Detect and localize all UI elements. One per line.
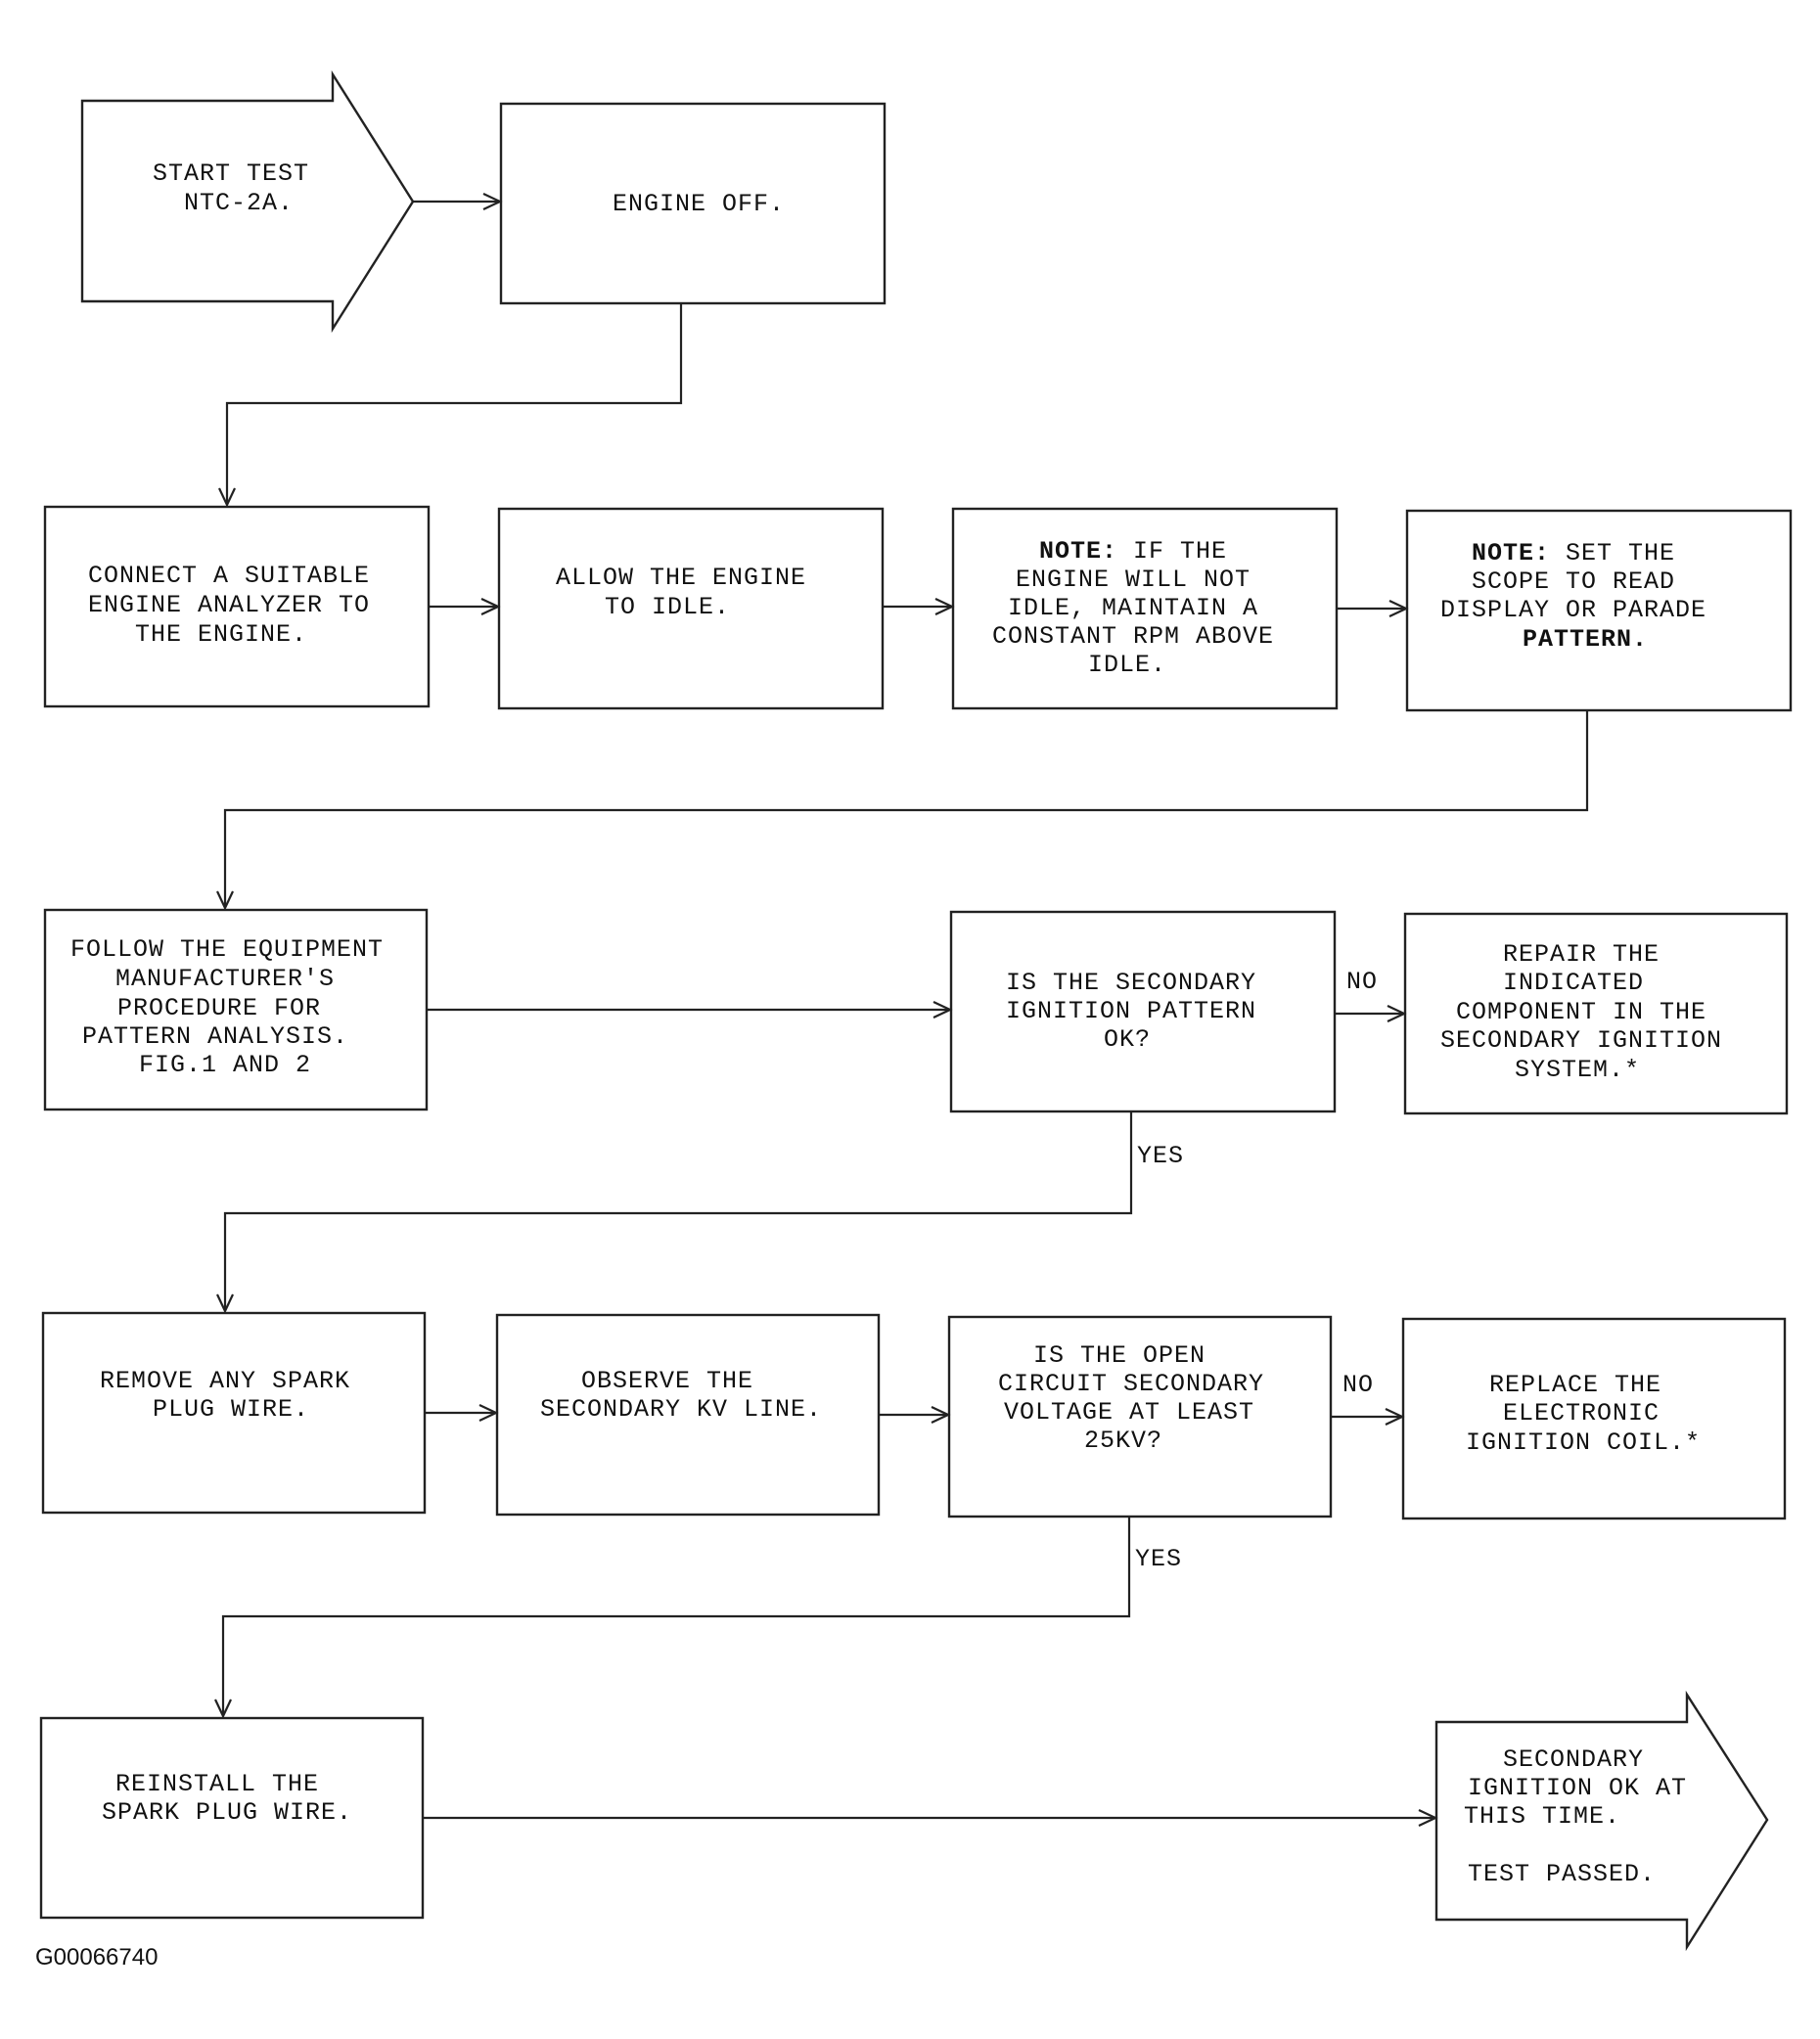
note-rpm-line-5: IDLE. bbox=[1088, 651, 1166, 679]
note-rpm-line-4: CONSTANT RPM ABOVE bbox=[992, 622, 1274, 651]
follow-procedure-label: FOLLOW THE EQUIPMENT MANUFACTURER'S PROC… bbox=[70, 935, 399, 1079]
reinstall-wire-label: REINSTALL THE SPARK PLUG WIRE. bbox=[102, 1770, 352, 1827]
follow-line-1: FOLLOW THE EQUIPMENT bbox=[70, 935, 384, 964]
note-rpm-box bbox=[951, 507, 1339, 710]
reinstall-line-2: SPARK PLUG WIRE. bbox=[102, 1798, 352, 1827]
observe-kv-box bbox=[495, 1313, 881, 1517]
follow-line-4: PATTERN ANALYSIS. bbox=[82, 1022, 348, 1051]
end-node-label: SECONDARY IGNITION OK AT THIS TIME. TEST… bbox=[1464, 1745, 1703, 1888]
allow-idle-box bbox=[497, 507, 885, 710]
repair-line-2: INDICATED bbox=[1503, 969, 1644, 997]
engine-off-box bbox=[499, 102, 887, 305]
note-scope-note: NOTE: bbox=[1472, 539, 1550, 567]
edge-label-yes-2: YES bbox=[1135, 1545, 1182, 1573]
note-scope-first: SET THE bbox=[1550, 539, 1675, 567]
end-line-2: IGNITION OK AT bbox=[1468, 1774, 1687, 1802]
repair-line-5: SYSTEM.* bbox=[1515, 1056, 1640, 1084]
start-line-2: NTC-2A. bbox=[184, 189, 294, 217]
repair-line-3: COMPONENT IN THE bbox=[1456, 998, 1706, 1026]
connect-line-1: CONNECT A SUITABLE bbox=[88, 562, 370, 590]
is-pattern-ok-box bbox=[949, 910, 1337, 1113]
reinstall-wire-box bbox=[39, 1716, 425, 1920]
remove-line-1: REMOVE ANY SPARK bbox=[100, 1367, 350, 1395]
is-voltage-ok-box bbox=[947, 1315, 1333, 1518]
replace-line-2: ELECTRONIC bbox=[1503, 1399, 1660, 1427]
note-scope-box bbox=[1405, 509, 1793, 712]
pattern-line-1: IS THE SECONDARY bbox=[1006, 969, 1256, 997]
end-line-1: SECONDARY bbox=[1503, 1745, 1644, 1774]
end-line-5: TEST PASSED. bbox=[1468, 1860, 1656, 1888]
observe-line-2: SECONDARY KV LINE. bbox=[540, 1395, 822, 1424]
observe-kv-label: OBSERVE THE SECONDARY KV LINE. bbox=[540, 1367, 822, 1424]
replace-coil-label: REPLACE THE ELECTRONIC IGNITION COIL.* bbox=[1466, 1371, 1701, 1457]
remove-wire-box bbox=[41, 1311, 427, 1515]
follow-line-2: MANUFACTURER'S bbox=[115, 965, 335, 993]
allow-line-1: ALLOW THE ENGINE bbox=[556, 564, 806, 592]
voltage-line-1: IS THE OPEN bbox=[1033, 1341, 1206, 1370]
note-rpm-line-2: ENGINE WILL NOT bbox=[1016, 566, 1251, 594]
allow-line-2: TO IDLE. bbox=[605, 593, 730, 621]
edge-label-yes-1: YES bbox=[1137, 1142, 1184, 1170]
voltage-line-4: 25KV? bbox=[1084, 1427, 1162, 1455]
end-node-shape bbox=[1434, 1690, 1769, 1952]
voltage-line-3: VOLTAGE AT LEAST bbox=[1004, 1398, 1254, 1427]
observe-line-1: OBSERVE THE bbox=[581, 1367, 753, 1395]
note-rpm-note: NOTE: bbox=[1039, 537, 1117, 566]
note-scope-label: NOTE: SET THE SCOPE TO READ DISPLAY OR P… bbox=[1440, 539, 1722, 654]
note-rpm-label: NOTE: IF THE ENGINE WILL NOT IDLE, MAINT… bbox=[992, 537, 1290, 679]
connect-analyzer-label: CONNECT A SUITABLE ENGINE ANALYZER TO TH… bbox=[88, 562, 386, 649]
pattern-line-3: OK? bbox=[1104, 1025, 1151, 1054]
note-scope-line-3: DISPLAY OR PARADE bbox=[1440, 596, 1706, 624]
is-pattern-ok-label: IS THE SECONDARY IGNITION PATTERN OK? bbox=[1006, 969, 1272, 1054]
replace-line-1: REPLACE THE bbox=[1489, 1371, 1661, 1399]
start-node-shape bbox=[80, 69, 415, 334]
voltage-line-2: CIRCUIT SECONDARY bbox=[998, 1370, 1264, 1398]
start-line-1: START TEST bbox=[153, 159, 309, 188]
start-node-label: START TEST NTC-2A. bbox=[153, 159, 325, 217]
note-rpm-first: IF THE bbox=[1117, 537, 1227, 566]
remove-wire-label: REMOVE ANY SPARK PLUG WIRE. bbox=[100, 1367, 366, 1424]
replace-line-3: IGNITION COIL.* bbox=[1466, 1428, 1701, 1457]
engine-off-line-1: ENGINE OFF. bbox=[613, 190, 785, 218]
connect-line-2: ENGINE ANALYZER TO bbox=[88, 591, 370, 619]
connectors bbox=[214, 193, 1589, 1827]
note-scope-line-4: PATTERN. bbox=[1523, 625, 1648, 654]
repair-line-4: SECONDARY IGNITION bbox=[1440, 1026, 1722, 1055]
connect-analyzer-box bbox=[43, 505, 431, 708]
pattern-line-2: IGNITION PATTERN bbox=[1006, 997, 1256, 1025]
reinstall-line-1: REINSTALL THE bbox=[115, 1770, 319, 1798]
is-voltage-ok-label: IS THE OPEN CIRCUIT SECONDARY VOLTAGE AT… bbox=[998, 1341, 1280, 1455]
allow-idle-label: ALLOW THE ENGINE TO IDLE. bbox=[556, 564, 822, 621]
edge-label-no-1: NO bbox=[1346, 968, 1378, 996]
repair-line-1: REPAIR THE bbox=[1503, 940, 1660, 969]
end-line-3: THIS TIME. bbox=[1464, 1802, 1620, 1831]
edge-label-no-2: NO bbox=[1342, 1371, 1374, 1399]
repair-component-label: REPAIR THE INDICATED COMPONENT IN THE SE… bbox=[1440, 940, 1738, 1084]
follow-procedure-box bbox=[43, 908, 429, 1111]
follow-line-3: PROCEDURE FOR bbox=[117, 994, 321, 1022]
follow-line-5: FIG.1 AND 2 bbox=[139, 1051, 311, 1079]
engine-off-label: ENGINE OFF. bbox=[613, 190, 785, 218]
connect-line-3: THE ENGINE. bbox=[135, 620, 307, 649]
remove-line-2: PLUG WIRE. bbox=[153, 1395, 309, 1424]
repair-component-box bbox=[1403, 912, 1789, 1115]
figure-id: G00066740 bbox=[35, 1944, 158, 1971]
replace-coil-box bbox=[1401, 1317, 1787, 1520]
note-rpm-line-3: IDLE, MAINTAIN A bbox=[1008, 594, 1258, 622]
note-scope-line-2: SCOPE TO READ bbox=[1472, 567, 1675, 596]
